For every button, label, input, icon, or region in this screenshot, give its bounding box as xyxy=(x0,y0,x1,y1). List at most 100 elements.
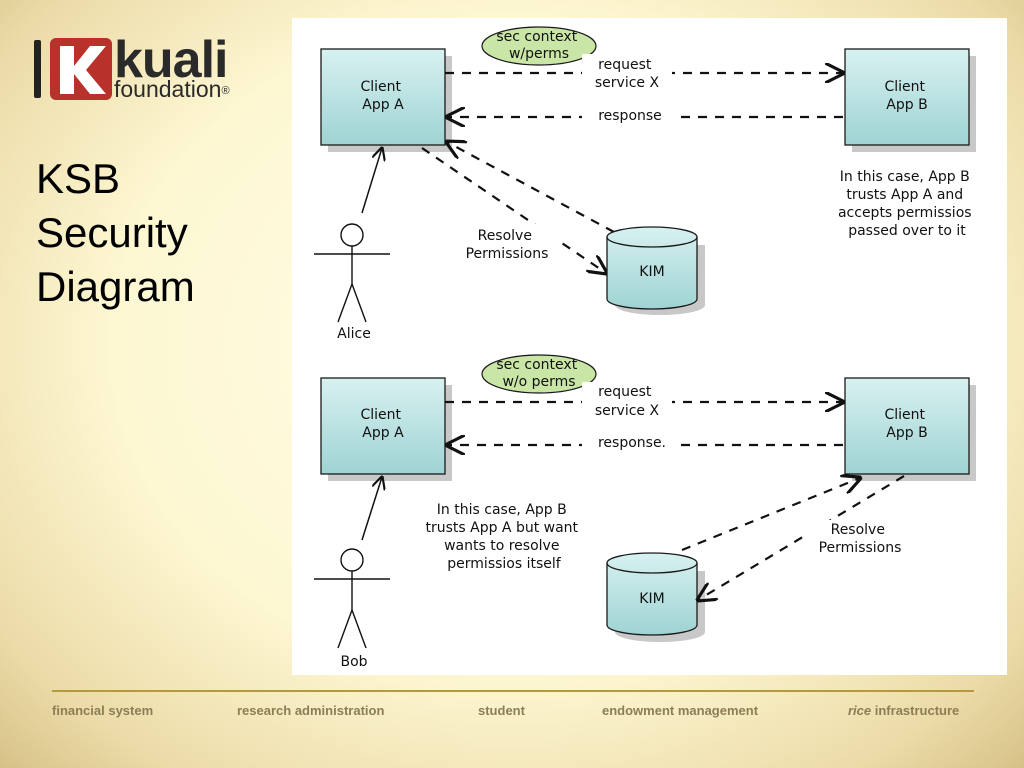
bottom-client-a-box xyxy=(320,377,446,475)
bottom-resolve-label: Resolve Permissions xyxy=(819,522,902,556)
bottom-actor-figure xyxy=(314,548,390,649)
kuali-logo: kuali foundation® xyxy=(30,31,290,106)
footer-item-text: financial system xyxy=(52,703,154,718)
bottom-client-b-line-2: App B xyxy=(886,425,927,441)
security-diagram: Client App A Client App B sec context w/… xyxy=(292,18,1007,675)
bottom-kim-cylinder xyxy=(606,552,698,636)
footer-item-prefix: rice xyxy=(848,703,872,718)
title-line-2: Security xyxy=(36,209,188,256)
top-note-line-2: trusts App A and xyxy=(846,187,963,203)
top-client-a-label: Client App A xyxy=(361,79,406,113)
top-note-line-1: In this case, App B xyxy=(840,169,970,185)
top-request-label: request service X xyxy=(595,57,660,91)
top-response-label-bg xyxy=(582,106,678,126)
footer-divider xyxy=(52,690,974,692)
top-resolve-label: Resolve Permissions xyxy=(466,228,549,262)
top-context-line-1: sec context xyxy=(496,29,577,45)
top-note-line-3: accepts permissios xyxy=(838,205,972,221)
top-request-label-bg xyxy=(582,54,672,92)
top-resolve-line-2: Permissions xyxy=(466,246,549,262)
top-resolve-label-bg xyxy=(452,224,562,264)
top-actor-figure xyxy=(314,223,390,323)
title-line-1: KSB xyxy=(36,155,121,202)
top-request-line-2: service X xyxy=(595,75,660,91)
logo-subtitle-text: foundation xyxy=(114,76,222,102)
footer-student: student xyxy=(478,703,525,718)
bottom-resolve-line-1: Resolve xyxy=(831,522,885,538)
top-actor-label: Alice xyxy=(337,326,371,342)
footer-item-text: student xyxy=(478,703,525,718)
footer-item-text: endowment management xyxy=(602,703,759,718)
bottom-note-line-2: trusts App A but want xyxy=(425,520,578,536)
footer-endowment-management: endowment management xyxy=(602,703,758,718)
bottom-request-line-1: request xyxy=(598,384,652,400)
logo-k-mark-icon xyxy=(50,38,112,100)
diagram-canvas: Client App A Client App B sec context w/… xyxy=(314,26,976,670)
bottom-note-line-3: wants to resolve xyxy=(444,538,559,554)
bottom-response-label: response. xyxy=(598,435,666,451)
bottom-note-line-1: In this case, App B xyxy=(437,502,567,518)
bottom-request-label-bg xyxy=(582,382,672,420)
bottom-actor-label: Bob xyxy=(340,654,367,670)
bottom-context-label: sec context w/o perms xyxy=(496,357,581,390)
bottom-client-a-line-1: Client xyxy=(361,407,402,423)
bottom-actor-association xyxy=(361,477,382,541)
top-response-label: response xyxy=(598,108,662,124)
bottom-client-b-label: Client App B xyxy=(885,407,930,441)
logo-wordmark: kuali xyxy=(114,31,228,89)
top-actor-head xyxy=(340,223,364,247)
logo-bracket xyxy=(34,40,41,98)
top-kim-cylinder-rim xyxy=(606,236,698,248)
bottom-client-a-line-2: App A xyxy=(362,425,404,441)
bottom-note: In this case, App B trusts App A but wan… xyxy=(425,502,582,572)
top-resolve-line-1: Resolve xyxy=(478,228,532,244)
top-kim-label: KIM xyxy=(639,264,664,280)
bottom-response-label-bg xyxy=(582,433,678,453)
top-client-b-line-1: Client xyxy=(885,79,926,95)
bottom-actor-leg-right xyxy=(351,609,367,649)
top-note-line-4: passed over to it xyxy=(848,223,966,239)
top-actor-association xyxy=(361,148,382,214)
top-kim-cylinder xyxy=(606,226,698,310)
bottom-resolve-arrow-to-b xyxy=(681,478,860,552)
footer-item-text: research administration xyxy=(237,703,385,718)
footer-research-administration: research administration xyxy=(237,703,384,718)
bottom-resolve-line-2: Permissions xyxy=(819,540,902,556)
top-resolve-arrow-to-kim xyxy=(421,147,606,273)
bottom-actor-head xyxy=(340,548,364,572)
bottom-client-b-box xyxy=(844,377,970,475)
title-line-3: Diagram xyxy=(36,263,195,310)
footer-rice-infrastructure: rice infrastructure xyxy=(848,703,959,718)
bottom-resolve-label-bg xyxy=(804,520,914,560)
top-client-b-box xyxy=(844,48,970,146)
bottom-context-bubble xyxy=(481,354,597,394)
top-note: In this case, App B trusts App A and acc… xyxy=(838,169,976,239)
bottom-request-label: request service X xyxy=(595,384,660,419)
logo-registered-mark: ® xyxy=(221,84,230,97)
logo-k-glyph xyxy=(60,46,106,94)
bottom-client-a-label: Client App A xyxy=(361,407,406,441)
bottom-kim-cylinder-rim xyxy=(606,562,698,574)
footer-financial-system: financial system xyxy=(52,703,153,718)
logo-subtitle: foundation® xyxy=(114,76,230,104)
top-actor-leg-right xyxy=(351,283,367,323)
top-actor-leg-left xyxy=(337,283,353,323)
top-context-bubble xyxy=(481,26,597,66)
bottom-note-line-4: permissios itself xyxy=(447,556,562,572)
top-context-line-2: w/perms xyxy=(509,46,569,62)
bottom-request-line-2: service X xyxy=(595,403,660,419)
top-request-line-1: request xyxy=(598,57,652,73)
bottom-resolve-arrow-to-kim xyxy=(698,475,905,600)
bottom-actor-leg-left xyxy=(337,609,353,649)
bottom-context-line-2: w/o perms xyxy=(502,374,575,390)
slide-title: KSB Security Diagram xyxy=(36,152,276,314)
top-client-b-line-2: App B xyxy=(886,97,927,113)
top-resolve-arrow-to-a xyxy=(447,142,615,233)
bottom-client-b-line-1: Client xyxy=(885,407,926,423)
top-client-a-line-2: App A xyxy=(362,97,404,113)
top-client-a-line-1: Client xyxy=(361,79,402,95)
bottom-kim-label: KIM xyxy=(639,591,664,607)
top-context-label: sec context w/perms xyxy=(496,29,581,62)
footer-item-text: infrastructure xyxy=(871,703,960,718)
